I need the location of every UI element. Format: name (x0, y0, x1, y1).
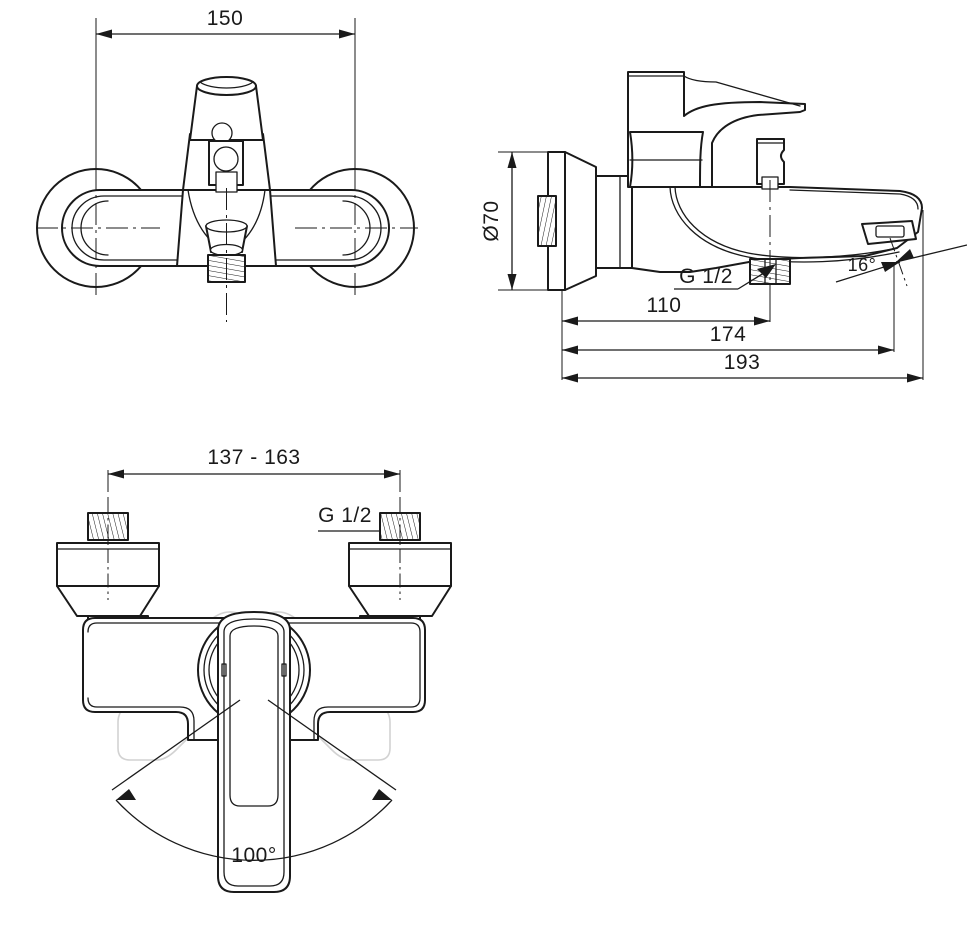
bottom-lever-recess (229, 625, 279, 807)
bottom-body-inner-contour (87, 622, 421, 741)
dimension-spout-outlet-angle: 16° (835, 237, 967, 287)
front-handle-cap-top-inner (199, 81, 254, 89)
dimension-label-16deg: 16° (848, 255, 877, 275)
bottom-lever-notch-right (281, 663, 287, 677)
bottom-left-cone (56, 585, 160, 617)
side-wall-connector (595, 175, 633, 269)
bottom-lever-notch-left (221, 663, 227, 677)
side-spout-undercurve-2 (669, 186, 900, 263)
front-body-inner-contour (71, 195, 382, 261)
side-lever-top-edge (627, 75, 801, 107)
side-escutcheon-cone (564, 151, 597, 291)
side-main-body (631, 186, 923, 273)
side-elevation-view: Ø70 G 1/2 16° 110 (480, 71, 967, 383)
dimension-escutcheon-diameter: Ø70 (480, 151, 560, 291)
callout-label-g12-bottom: G 1/2 (318, 504, 372, 527)
side-spout-undercurve (674, 186, 898, 259)
dimension-label-137-163: 137 - 163 (207, 446, 300, 469)
dimension-label-110: 110 (647, 294, 682, 317)
bottom-body-inner-contour-2 (87, 697, 195, 741)
side-escutcheon-knurl-hatch (539, 197, 555, 245)
bottom-lever-inner-contour (223, 618, 285, 887)
dimension-overall-width: 150 (96, 7, 355, 39)
side-diverter-knob (756, 138, 785, 185)
bottom-right-cone (348, 585, 452, 617)
callout-label-g12-side: G 1/2 (679, 265, 733, 288)
dimension-label-193: 193 (724, 351, 761, 374)
swing-arc (115, 799, 393, 861)
dimension-depth-174: 174 (562, 323, 894, 355)
front-elevation-view: 150 (36, 7, 418, 322)
front-handle-cap-top (196, 76, 257, 96)
bottom-inlet-right (348, 500, 452, 651)
dimension-inlet-centres: 137 - 163 (108, 446, 400, 479)
front-pivot-screw (213, 146, 239, 172)
dimension-label-diameter70: Ø70 (480, 200, 503, 241)
bottom-plan-view: 137 - 163 G 1/2 (56, 446, 452, 893)
side-aerator-face (875, 225, 905, 238)
dimension-label-174: 174 (710, 323, 747, 346)
dimension-depth-110: 110 (562, 294, 770, 326)
callout-shower-outlet-thread: G 1/2 (674, 264, 776, 290)
dimension-label-100deg: 100° (231, 844, 276, 867)
dimension-depth-193: 193 (562, 351, 923, 383)
bottom-lever-handle (217, 611, 291, 893)
dimension-lever-swing-angle: 100° (111, 699, 397, 867)
dimension-label-150: 150 (207, 7, 244, 30)
side-spout-top-lip (789, 189, 919, 210)
